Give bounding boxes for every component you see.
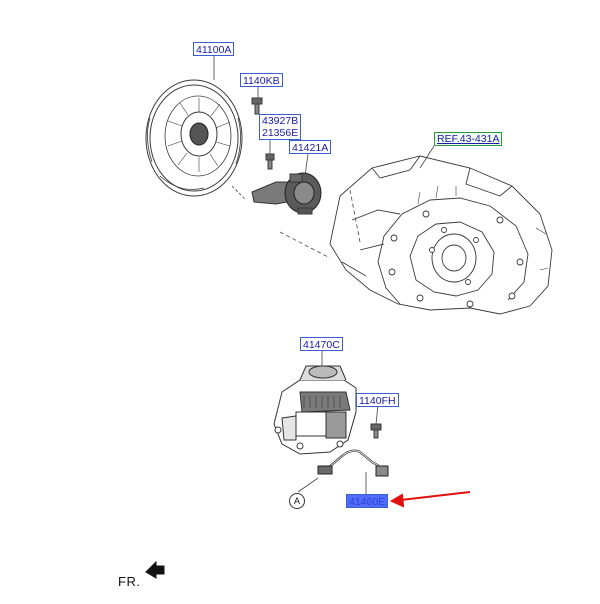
actuator-drawing bbox=[273, 365, 357, 455]
clutch-cover-drawing bbox=[145, 79, 243, 197]
clip-drawing bbox=[265, 153, 275, 170]
part-label-actuator[interactable]: 41470C bbox=[300, 337, 343, 351]
leader-lines bbox=[213, 56, 435, 494]
part-label-clip-line1: 43927B bbox=[262, 115, 299, 127]
front-direction-label: FR. bbox=[118, 574, 141, 589]
part-label-harness[interactable]: 41460E bbox=[346, 494, 389, 508]
part-label-bolt[interactable]: 1140KB bbox=[240, 73, 283, 87]
reference-link[interactable]: REF.43-431A bbox=[434, 132, 503, 146]
part-label-clip-line2: 21356E bbox=[262, 127, 299, 139]
part-label-clip[interactable]: 43927B 21356E bbox=[259, 114, 302, 140]
wiring-harness-drawing bbox=[317, 449, 389, 477]
part-label-clutch-cover[interactable]: 41100A bbox=[193, 42, 235, 56]
red-pointer-arrow bbox=[389, 491, 471, 508]
part-label-actuator-bolt[interactable]: 1140FH bbox=[356, 393, 399, 407]
release-bearing-drawing bbox=[251, 172, 322, 215]
callout-a-marker: A bbox=[289, 493, 305, 509]
bolt-drawing bbox=[251, 97, 263, 115]
part-label-release-bearing[interactable]: 41421A bbox=[289, 140, 332, 154]
transaxle-housing-drawing bbox=[329, 155, 553, 315]
front-direction-arrow bbox=[145, 560, 165, 579]
actuator-bolt-drawing bbox=[370, 423, 382, 439]
